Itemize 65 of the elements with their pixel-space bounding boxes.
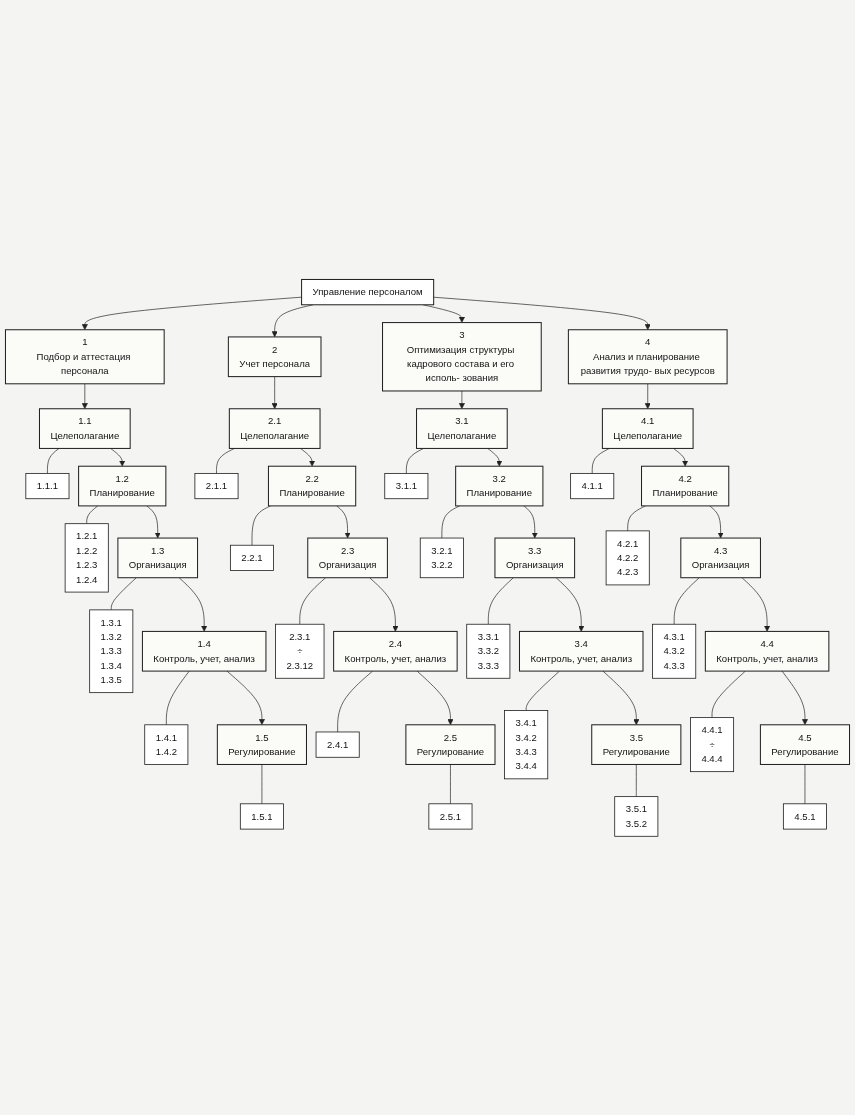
node-box: 2.3.1 ÷ 2.3.12	[275, 623, 325, 679]
node-box: 1.2.1 1.2.2 1.2.3 1.2.4	[64, 522, 109, 593]
node-box: 1.3.1 1.3.2 1.3.3 1.3.4 1.3.5	[89, 609, 134, 693]
node-box: 4.2.1 4.2.2 4.2.3	[605, 530, 650, 585]
node-box: 3.5 Регулирование	[591, 723, 682, 765]
node-box: 3.4.1 3.4.2 3.4.3 3.4.4	[504, 709, 549, 779]
connector	[591, 447, 610, 474]
node-box: 4.3.1 4.3.2 4.3.3	[652, 623, 697, 679]
node-box: 1.1 Целеполагание	[38, 407, 131, 449]
node-box: 4.3 Организация	[680, 537, 761, 578]
connector	[450, 763, 451, 804]
node-box: 4.1.1	[570, 472, 615, 499]
node-box: 2.2 Планирование	[267, 465, 357, 506]
node-box: 3 Оптимизация структуры кадрового состава и его исполь- зования	[382, 321, 542, 392]
connector	[673, 577, 700, 625]
node-box: 4.4 Контроль, учет, анализ	[704, 630, 830, 672]
node-box: Управление персоналом	[301, 278, 435, 305]
connector	[525, 670, 560, 711]
node-box: 1.5.1	[239, 803, 284, 830]
connector	[627, 505, 646, 531]
node-box: 1.3 Организация	[117, 537, 199, 578]
node-box: 1.5 Регулирование	[216, 723, 307, 765]
node-box: 4.4.1 ÷ 4.4.4	[690, 716, 735, 772]
node-box: 3.4 Контроль, учет, анализ	[518, 630, 644, 672]
node-box: 2.4 Контроль, учет, анализ	[333, 630, 458, 672]
connector	[487, 577, 514, 625]
connector	[299, 577, 326, 625]
connector	[166, 670, 190, 725]
node-box: 4 Анализ и планирование развития трудо- вых ресурсов	[567, 328, 728, 384]
node-box: 4.5 Регулирование	[759, 723, 851, 765]
node-box: 3.3.1 3.3.2 3.3.3	[466, 623, 511, 679]
node-box: 2 Учет персонала	[227, 336, 322, 377]
node-box: 2.3 Организация	[307, 537, 388, 578]
node-box: 1.1.1	[25, 472, 70, 499]
node-box: 1.4.1 1.4.2	[144, 724, 189, 765]
connector	[406, 447, 424, 474]
connector	[47, 447, 60, 474]
connector	[711, 670, 746, 718]
node-box: 1 Подбор и аттестация персонала	[4, 328, 165, 384]
node-box: 4.2 Планирование	[641, 465, 730, 506]
connector	[337, 670, 373, 732]
connector	[635, 763, 637, 797]
node-box: 2.1 Целеполагание	[228, 407, 321, 449]
node-box: 3.3 Организация	[494, 537, 576, 578]
node-box: 2.4.1	[315, 731, 360, 758]
connector	[261, 763, 263, 804]
node-box: 2.5.1	[428, 803, 473, 830]
connector	[251, 505, 271, 546]
connector	[110, 577, 137, 610]
connector	[804, 763, 806, 804]
node-box: 3.1.1	[384, 472, 429, 499]
node-box: 3.2.1 3.2.2	[419, 537, 464, 578]
connector	[441, 505, 460, 538]
node-box: 3.5.1 3.5.2	[614, 795, 659, 837]
node-box: 2.5 Регулирование	[405, 723, 496, 765]
node-box: 2.1.1	[194, 472, 239, 499]
connector	[216, 447, 235, 474]
node-box: 3.1 Целеполагание	[416, 407, 508, 449]
node-box: 1.2 Планирование	[78, 465, 167, 506]
connector	[86, 505, 99, 524]
node-box: 4.1 Целеполагание	[601, 407, 694, 449]
node-box: 3.2 Планирование	[455, 465, 544, 506]
node-box: 1.4 Контроль, учет, анализ	[141, 630, 267, 672]
node-box: 4.5.1	[782, 803, 827, 830]
node-box: 2.2.1	[230, 544, 274, 571]
